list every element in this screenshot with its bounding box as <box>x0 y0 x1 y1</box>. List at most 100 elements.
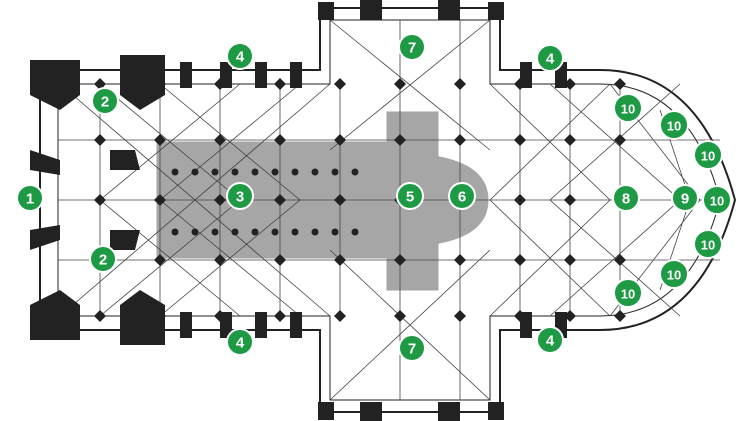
pier <box>214 134 226 146</box>
marker-label: 10 <box>621 287 635 302</box>
marker-label: 1 <box>26 191 34 208</box>
marker-10: 10 <box>659 110 689 140</box>
marker-circle <box>448 182 476 210</box>
pier <box>274 310 286 322</box>
pier <box>334 194 346 206</box>
column <box>311 168 319 176</box>
column <box>251 168 259 176</box>
marker-circle <box>536 44 564 72</box>
marker-label: 8 <box>622 191 630 208</box>
marker-2: 2 <box>89 245 117 273</box>
marker-circle <box>89 245 117 273</box>
marker-8: 8 <box>612 184 640 212</box>
marker-label: 6 <box>458 189 466 206</box>
column <box>351 228 359 236</box>
marker-circle <box>226 328 254 356</box>
column <box>231 228 239 236</box>
pier <box>614 134 626 146</box>
marker-4: 4 <box>226 328 254 356</box>
marker-label: 10 <box>621 102 635 117</box>
marker-circle <box>659 110 689 140</box>
pier <box>154 194 166 206</box>
pier <box>154 78 166 90</box>
marker-label: 4 <box>546 333 555 350</box>
piers <box>94 78 626 322</box>
pier <box>334 310 346 322</box>
pier <box>394 134 406 146</box>
marker-circle <box>398 334 426 362</box>
pier <box>334 254 346 266</box>
pier <box>394 310 406 322</box>
marker-circle <box>693 140 723 170</box>
marker-10: 10 <box>659 259 689 289</box>
pier <box>454 78 466 90</box>
marker-5: 5 <box>396 182 424 210</box>
pier <box>94 194 106 206</box>
column <box>191 168 199 176</box>
marker-4: 4 <box>536 44 564 72</box>
pier <box>334 134 346 146</box>
column <box>291 228 299 236</box>
marker-circle <box>226 42 254 70</box>
marker-10: 10 <box>613 278 643 308</box>
column <box>171 228 179 236</box>
pier <box>94 310 106 322</box>
column <box>211 168 219 176</box>
marker-circle <box>91 87 119 115</box>
column <box>251 228 259 236</box>
pier <box>214 78 226 90</box>
pier <box>214 254 226 266</box>
pier <box>514 78 526 90</box>
marker-10: 10 <box>613 93 643 123</box>
pier <box>514 194 526 206</box>
marker-circle <box>396 182 424 210</box>
pier <box>514 134 526 146</box>
marker-label: 9 <box>681 191 689 208</box>
marker-label: 10 <box>701 149 715 164</box>
marker-2: 2 <box>91 87 119 115</box>
marker-circle <box>612 184 640 212</box>
marker-label: 4 <box>546 51 555 68</box>
pier <box>564 78 576 90</box>
pier <box>214 194 226 206</box>
column <box>271 228 279 236</box>
marker-label: 2 <box>101 94 109 111</box>
marker-label: 10 <box>667 268 681 283</box>
marker-circle <box>613 278 643 308</box>
pier <box>614 254 626 266</box>
marker-label: 4 <box>236 49 245 66</box>
marker-7: 7 <box>398 33 426 61</box>
marker-label: 7 <box>408 341 416 358</box>
pier <box>154 310 166 322</box>
marker-10: 10 <box>702 185 732 215</box>
marker-7: 7 <box>398 334 426 362</box>
pier <box>564 310 576 322</box>
pier <box>154 134 166 146</box>
marker-4: 4 <box>536 326 564 354</box>
marker-label: 5 <box>406 189 414 206</box>
marker-circle <box>226 182 254 210</box>
marker-1: 1 <box>16 184 44 212</box>
marker-9: 9 <box>671 184 699 212</box>
marker-circle <box>671 184 699 212</box>
marker-circle <box>398 33 426 61</box>
pier <box>214 310 226 322</box>
marker-circle <box>536 326 564 354</box>
pier <box>394 78 406 90</box>
pier <box>274 254 286 266</box>
marker-circle <box>16 184 44 212</box>
marker-6: 6 <box>448 182 476 210</box>
pier <box>454 254 466 266</box>
marker-10: 10 <box>693 140 723 170</box>
pier <box>514 310 526 322</box>
column <box>271 168 279 176</box>
pier <box>94 78 106 90</box>
pier <box>614 78 626 90</box>
marker-label: 3 <box>236 189 244 206</box>
pier <box>514 254 526 266</box>
marker-4: 4 <box>226 42 254 70</box>
marker-label: 10 <box>710 194 724 209</box>
buttresses <box>30 0 567 421</box>
marker-label: 10 <box>701 238 715 253</box>
pier <box>564 194 576 206</box>
